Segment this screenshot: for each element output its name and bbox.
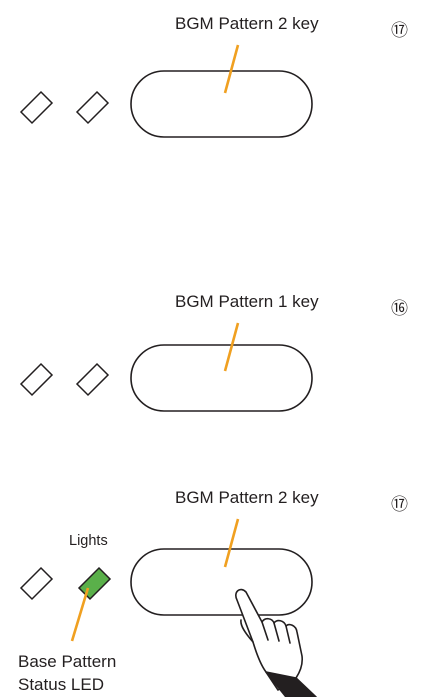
panel-2 <box>19 322 313 412</box>
led-state-label: Lights <box>69 533 108 549</box>
bgm-key-label-1: BGM Pattern 2 key <box>175 14 319 33</box>
led-1-b <box>75 90 110 125</box>
led-label-line1: Base Pattern <box>18 652 117 671</box>
bgm-key-label-3: BGM Pattern 2 key <box>175 488 319 507</box>
led-label-line2: Status LED <box>18 675 104 694</box>
bgm-key-button-3[interactable] <box>130 548 313 616</box>
panel-3 <box>19 518 317 697</box>
key-number-1: ⑰ <box>391 21 408 40</box>
led-1-a <box>19 90 54 125</box>
leader-line-3 <box>223 518 240 568</box>
led-3-a <box>19 566 54 601</box>
key-number-3: ⑰ <box>391 495 408 514</box>
key-number-2: ⑯ <box>391 299 408 318</box>
pointing-hand-icon <box>235 588 317 697</box>
panel-1 <box>19 44 313 138</box>
leader-line-1 <box>223 44 240 94</box>
bgm-key-label-2: BGM Pattern 1 key <box>175 292 319 311</box>
leader-line-2 <box>223 322 240 372</box>
bgm-key-button-1[interactable] <box>130 70 313 138</box>
led-leader-line <box>70 587 90 642</box>
bgm-key-button-2[interactable] <box>130 344 313 412</box>
led-3-b-lit <box>77 566 112 601</box>
led-2-b <box>75 362 110 397</box>
led-2-a <box>19 362 54 397</box>
